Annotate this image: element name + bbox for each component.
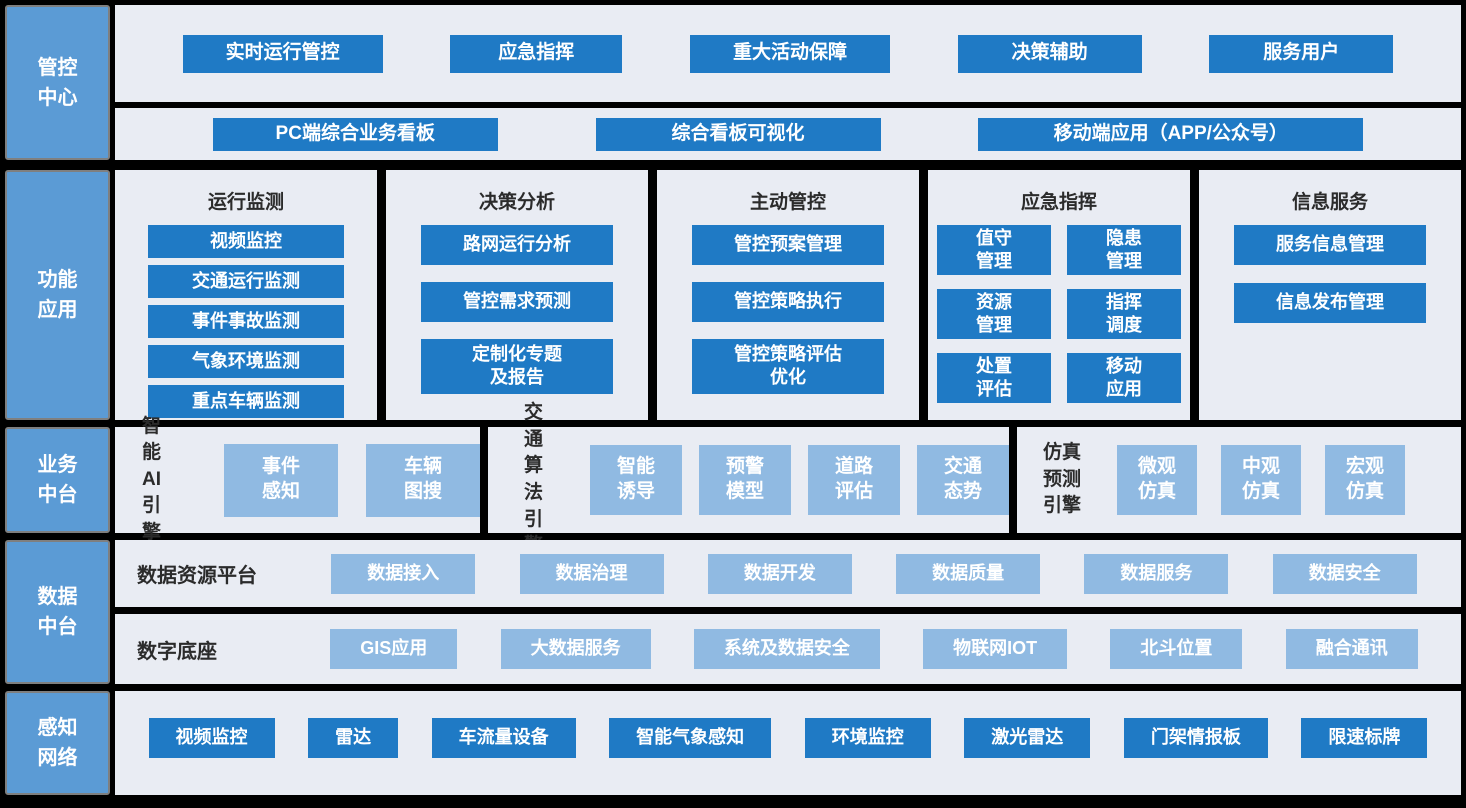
function-column-items: 视频监控 交通运行监测 事件事故监测 气象环境监测 重点车辆监测: [148, 225, 344, 418]
sensing-device-button[interactable]: 激光雷达: [964, 718, 1091, 758]
engine-group-items: 微观 仿真 中观 仿真 宏观 仿真: [1117, 445, 1406, 515]
function-column-items: 路网运行分析 管控需求预测 定制化专题 及报告: [421, 225, 613, 394]
engine-group-items: 智能 诱导 预警 模型 道路 评估 交通 态势: [590, 445, 1009, 515]
function-apps-section: 运行监测 视频监控 交通运行监测 事件事故监测 气象环境监测 重点车辆监测 决策…: [115, 170, 1461, 420]
function-button[interactable]: 路网运行分析: [421, 225, 613, 265]
engine-group-label: 智能 AI 引擎: [141, 415, 161, 543]
control-center-bottom-row: PC端综合业务看板 综合看板可视化 移动端应用（APP/公众号）: [115, 108, 1461, 160]
function-button[interactable]: 管控策略执行: [692, 282, 884, 322]
engine-group-label: 交通 算法 引擎: [524, 402, 544, 556]
data-capability-button[interactable]: 数据治理: [519, 553, 664, 594]
data-capability-button[interactable]: 物联网IOT: [923, 629, 1068, 669]
control-center-button[interactable]: 应急指挥: [450, 34, 623, 73]
data-capability-button[interactable]: 系统及数据安全: [693, 629, 880, 669]
sensing-device-button[interactable]: 智能气象感知: [609, 718, 772, 758]
data-platform-row: 数字底座 GIS应用 大数据服务 系统及数据安全 物联网IOT 北斗位置 融合通…: [115, 614, 1461, 684]
function-button[interactable]: 事件事故监测: [148, 305, 344, 338]
function-button[interactable]: 视频监控: [148, 225, 344, 258]
data-capability-button[interactable]: 北斗位置: [1110, 629, 1243, 669]
function-column-items: 管控预案管理 管控策略执行 管控策略评估 优化: [692, 225, 884, 394]
sensing-device-button[interactable]: 视频监控: [148, 718, 275, 758]
sidebar-stage-label: 管控 中心: [5, 5, 110, 160]
sensing-device-button[interactable]: 环境监控: [804, 718, 931, 758]
function-button[interactable]: 服务信息管理: [1234, 225, 1426, 265]
function-button[interactable]: 管控策略评估 优化: [692, 339, 884, 394]
engine-button[interactable]: 中观 仿真: [1221, 445, 1302, 515]
engine-button[interactable]: 车辆 图搜: [366, 443, 480, 517]
function-button[interactable]: 隐患 管理: [1067, 225, 1181, 275]
function-button[interactable]: 管控预案管理: [692, 225, 884, 265]
control-center-channel-button[interactable]: 综合看板可视化: [595, 117, 881, 151]
function-button[interactable]: 指挥 调度: [1067, 289, 1181, 339]
data-row-items: 数据接入 数据治理 数据开发 数据质量 数据服务 数据安全: [287, 553, 1461, 594]
data-capability-button[interactable]: 大数据服务: [500, 629, 651, 669]
sensing-device-button[interactable]: 门架情报板: [1123, 718, 1268, 758]
engine-button[interactable]: 交通 态势: [917, 445, 1009, 515]
engine-button[interactable]: 宏观 仿真: [1325, 445, 1406, 515]
control-center-button[interactable]: 决策辅助: [957, 34, 1142, 73]
function-button[interactable]: 移动 应用: [1067, 353, 1181, 403]
data-capability-button[interactable]: 数据服务: [1084, 553, 1229, 594]
data-capability-button[interactable]: 数据安全: [1272, 553, 1417, 594]
function-button[interactable]: 管控需求预测: [421, 282, 613, 322]
data-capability-button[interactable]: 数据开发: [707, 553, 852, 594]
data-capability-button[interactable]: 数据质量: [896, 553, 1041, 594]
function-button[interactable]: 气象环境监测: [148, 345, 344, 378]
engine-group: 交通 算法 引擎 智能 诱导 预警 模型 道路 评估 交通 态势: [488, 402, 1009, 556]
data-row-label: 数据资源平台: [137, 565, 257, 587]
function-column-title: 主动管控: [749, 192, 826, 213]
sensing-device-button[interactable]: 雷达: [308, 718, 399, 758]
function-button[interactable]: 处置 评估: [937, 353, 1051, 403]
engine-group-items: 事件 感知 车辆 图搜: [224, 443, 480, 517]
function-column: 应急指挥 值守 管理 隐患 管理 资源 管理 指挥 调度 处置 评估 移动 应用: [928, 170, 1190, 420]
control-center-button[interactable]: 实时运行管控: [182, 34, 383, 73]
engine-button[interactable]: 预警 模型: [699, 445, 791, 515]
function-button[interactable]: 值守 管理: [937, 225, 1051, 275]
business-platform-section: 智能 AI 引擎 事件 感知 车辆 图搜 交通 算法 引擎 智能 诱导 预警 模…: [115, 402, 1461, 556]
sensing-network-section: 视频监控 雷达 车流量设备 智能气象感知 环境监控 激光雷达 门架情报板 限速标…: [115, 691, 1461, 795]
function-column-items: 值守 管理 隐患 管理 资源 管理 指挥 调度 处置 评估 移动 应用: [937, 225, 1181, 403]
data-capability-button[interactable]: 融合通讯: [1285, 629, 1418, 669]
engine-group: 智能 AI 引擎 事件 感知 车辆 图搜: [115, 416, 480, 543]
engine-group: 仿真 预测 引擎 微观 仿真 中观 仿真 宏观 仿真: [1017, 427, 1461, 533]
function-column: 信息服务 服务信息管理 信息发布管理: [1199, 170, 1461, 420]
engine-button[interactable]: 事件 感知: [224, 443, 338, 517]
function-column-title: 运行监测: [207, 192, 284, 213]
function-button[interactable]: 定制化专题 及报告: [421, 339, 613, 394]
function-column: 主动管控 管控预案管理 管控策略执行 管控策略评估 优化: [657, 170, 919, 420]
engine-button[interactable]: 微观 仿真: [1117, 445, 1198, 515]
function-column-items: 服务信息管理 信息发布管理: [1234, 225, 1426, 323]
function-column-title: 决策分析: [478, 192, 555, 213]
control-center-button[interactable]: 重大活动保障: [689, 34, 890, 73]
function-button[interactable]: 重点车辆监测: [148, 385, 344, 418]
function-button[interactable]: 交通运行监测: [148, 265, 344, 298]
engine-button[interactable]: 智能 诱导: [590, 445, 682, 515]
data-capability-button[interactable]: 数据接入: [331, 553, 476, 594]
control-center-top-row: 实时运行管控 应急指挥 重大活动保障 决策辅助 服务用户: [115, 5, 1461, 102]
control-center-channel-button[interactable]: 移动端应用（APP/公众号）: [978, 117, 1364, 151]
function-column: 决策分析 路网运行分析 管控需求预测 定制化专题 及报告: [386, 170, 648, 420]
function-column: 运行监测 视频监控 交通运行监测 事件事故监测 气象环境监测 重点车辆监测: [115, 170, 377, 420]
sensing-device-button[interactable]: 限速标牌: [1301, 718, 1428, 758]
data-row-items: GIS应用 大数据服务 系统及数据安全 物联网IOT 北斗位置 融合通讯: [287, 629, 1461, 669]
data-platform-row: 数据资源平台 数据接入 数据治理 数据开发 数据质量 数据服务 数据安全: [115, 540, 1461, 607]
function-button[interactable]: 信息发布管理: [1234, 283, 1426, 323]
function-column-title: 信息服务: [1291, 192, 1368, 213]
engine-button[interactable]: 道路 评估: [808, 445, 900, 515]
data-row-label: 数字底座: [137, 640, 217, 663]
data-capability-button[interactable]: GIS应用: [330, 629, 458, 669]
function-column-title: 应急指挥: [1020, 192, 1097, 213]
control-center-channel-button[interactable]: PC端综合业务看板: [212, 117, 498, 151]
sidebar-stage-label: 功能 应用: [5, 170, 110, 420]
sensing-device-button[interactable]: 车流量设备: [431, 718, 576, 758]
engine-group-label: 仿真 预测 引擎: [1043, 442, 1082, 517]
sidebar-stage-label: 感知 网络: [5, 691, 110, 795]
function-button[interactable]: 资源 管理: [937, 289, 1051, 339]
sidebar-stage-label: 数据 中台: [5, 540, 110, 684]
control-center-button[interactable]: 服务用户: [1209, 34, 1394, 73]
sidebar-stage-label: 业务 中台: [5, 427, 110, 533]
